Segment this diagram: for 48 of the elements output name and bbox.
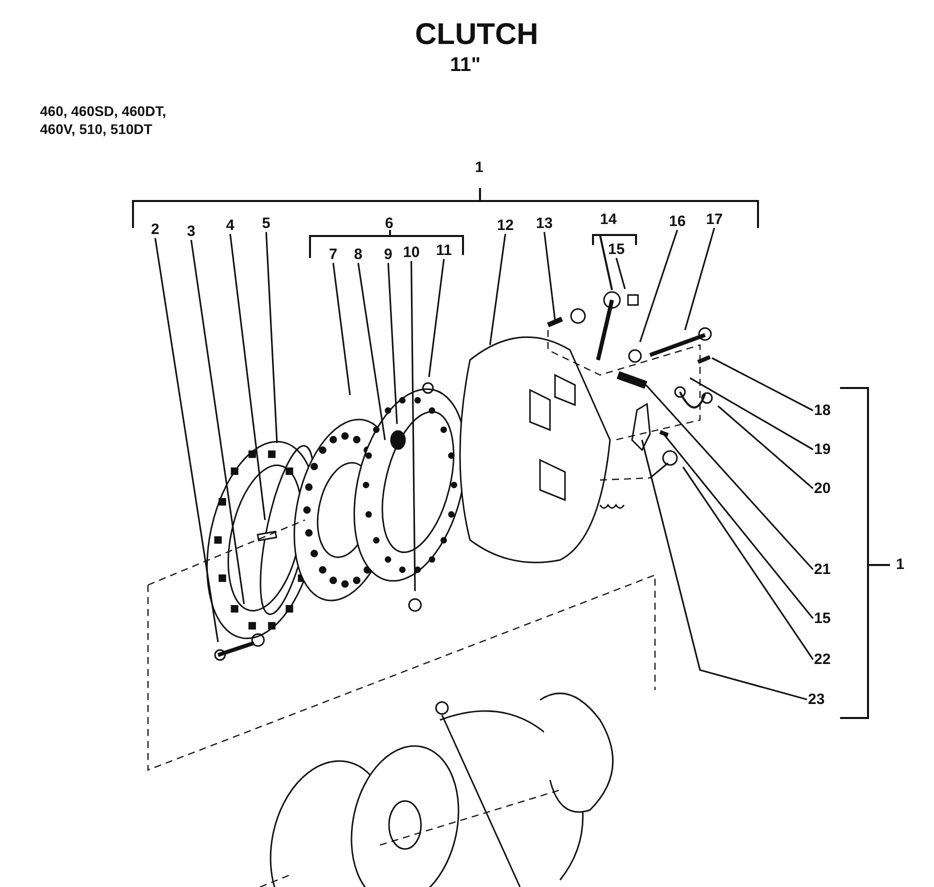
- callout-number: 12: [497, 218, 514, 233]
- leader-line: [229, 234, 266, 520]
- callout-number: 1: [896, 557, 904, 572]
- leader-line: [712, 357, 814, 412]
- callout-number: 6: [385, 216, 394, 231]
- leader-line: [544, 232, 556, 320]
- callout-number: 15: [814, 611, 831, 626]
- callout-number: 13: [536, 216, 553, 231]
- callout-number: 4: [226, 218, 234, 233]
- leader-line: [616, 258, 626, 290]
- callout-number: 10: [403, 245, 420, 260]
- leader-line: [357, 262, 386, 440]
- leader-line: [190, 240, 245, 604]
- leader-line: [387, 262, 398, 424]
- callout-number: 9: [384, 247, 392, 262]
- callout-number: 22: [814, 652, 831, 667]
- callout-number: 17: [706, 212, 723, 227]
- callout-number: 8: [354, 247, 362, 262]
- callout-number: 3: [187, 224, 196, 239]
- subtitle: 11": [450, 55, 481, 75]
- callout-number: 11: [436, 243, 452, 258]
- callout-number: 16: [669, 214, 686, 229]
- callout-number: 5: [262, 216, 270, 231]
- leader-line: [428, 258, 445, 378]
- callout-number: 23: [808, 692, 825, 707]
- leader-line: [410, 261, 416, 591]
- callout-number: 7: [329, 247, 338, 262]
- leader-line: [645, 384, 814, 570]
- callout-number: 18: [814, 403, 831, 418]
- callout-number: 1: [475, 160, 484, 175]
- diagram-title: CLUTCH: [415, 20, 538, 50]
- callout-number: 14: [600, 212, 617, 227]
- callout-number: 20: [814, 481, 831, 496]
- leader-line: [489, 234, 506, 346]
- leader-line: [265, 232, 278, 444]
- leader-line: [682, 466, 814, 660]
- leader-line: [690, 377, 814, 450]
- callout-number: 15: [608, 242, 625, 257]
- callout-number: 2: [151, 222, 160, 237]
- callout-number: 21: [814, 562, 831, 577]
- leader-line: [332, 262, 351, 396]
- leader-line: [641, 440, 808, 700]
- callout-number: 19: [814, 442, 831, 457]
- leader-line: [154, 238, 219, 642]
- leader-line: [684, 228, 716, 330]
- leader-line: [639, 230, 678, 342]
- model-list: 460, 460SD, 460DT, 460V, 510, 510DT: [40, 103, 205, 138]
- leader-line: [717, 405, 814, 490]
